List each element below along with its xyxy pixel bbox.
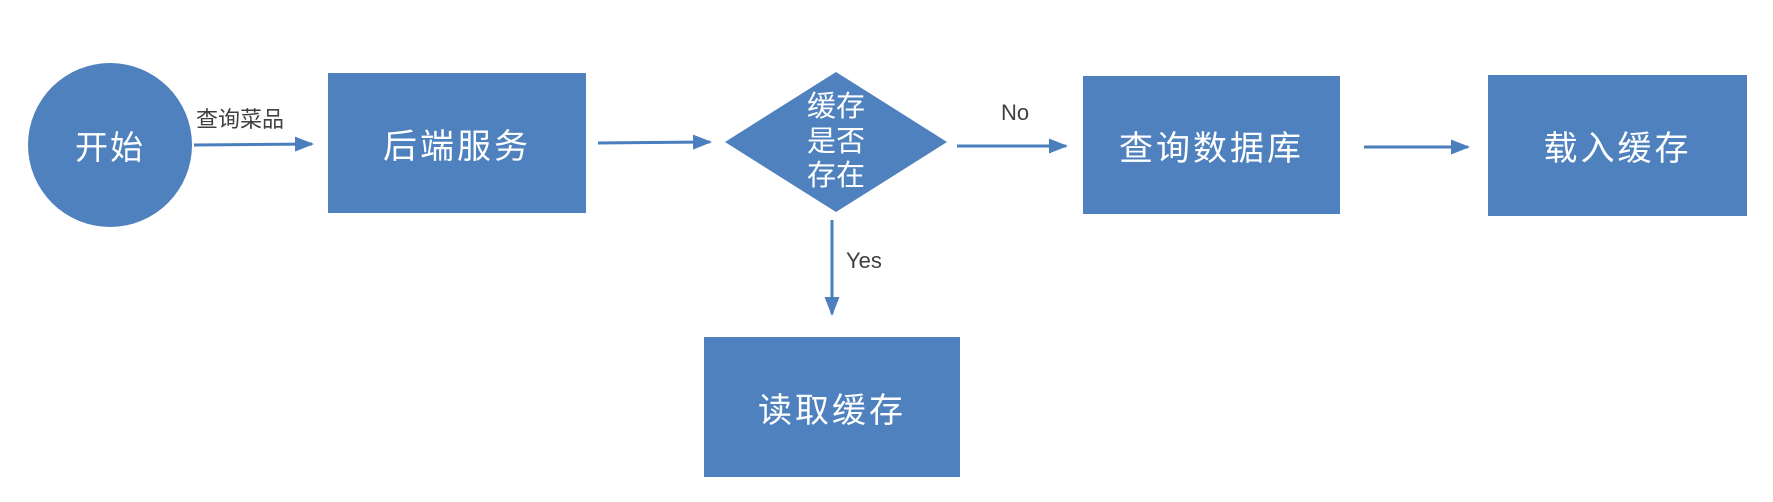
node-read-cache: 读取缓存 xyxy=(704,337,960,477)
node-start-label: 开始 xyxy=(75,129,145,166)
edge-backend-to-cache-arrow xyxy=(597,134,712,150)
node-load-cache: 载入缓存 xyxy=(1488,75,1747,216)
node-query-database-label: 查询数据库 xyxy=(1119,129,1304,168)
node-load-cache-label: 载入缓存 xyxy=(1543,130,1692,168)
node-backend-service-label: 后端服务 xyxy=(383,127,531,166)
node-cache-exists-decision-label: 缓存 是否 存在 xyxy=(806,90,865,193)
edge-label-query-dish: 查询菜品 xyxy=(195,107,284,132)
edge-start-to-backend-arrow xyxy=(193,136,314,152)
node-query-database: 查询数据库 xyxy=(1083,76,1340,214)
edge-label-no: No xyxy=(1000,100,1030,125)
node-backend-service: 后端服务 xyxy=(328,73,586,213)
node-cache-exists-decision: 缓存 是否 存在 xyxy=(725,72,947,212)
edge-label-yes: Yes xyxy=(846,248,882,273)
node-read-cache-label: 读取缓存 xyxy=(758,391,906,430)
node-start: 开始 xyxy=(28,63,192,227)
